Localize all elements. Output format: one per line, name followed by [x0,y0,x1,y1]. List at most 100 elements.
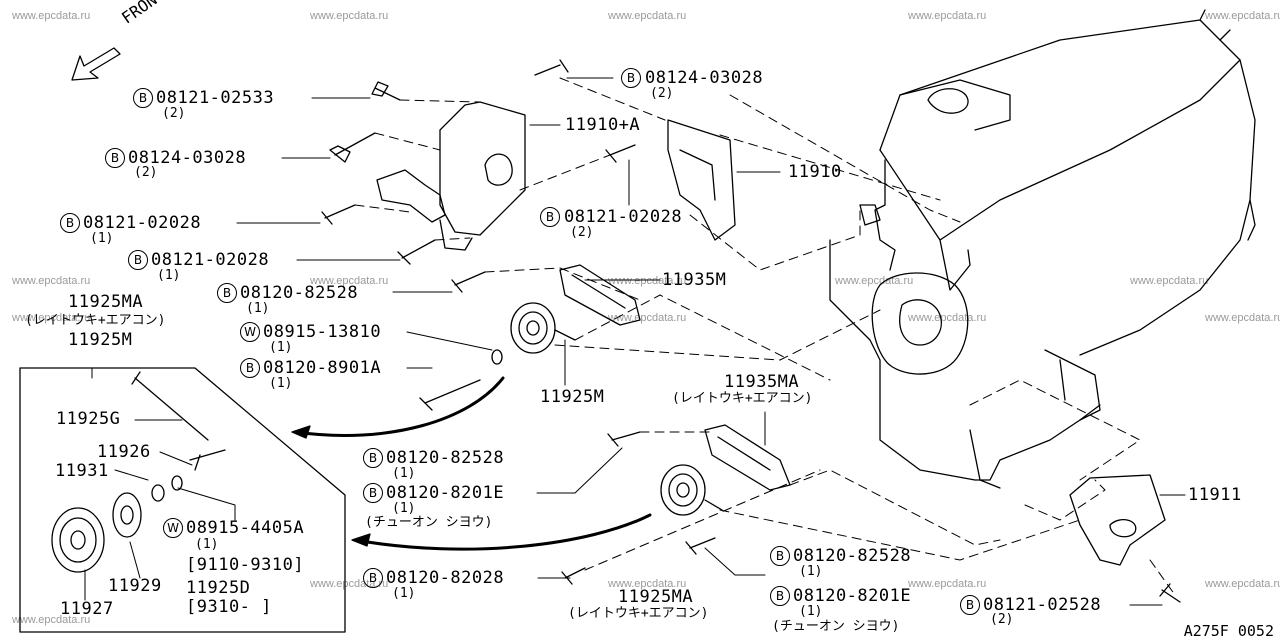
watermark: www.epcdata.ru [608,578,687,590]
note-label: (レイトウキ+エアコン) [672,391,813,406]
washer-code-badge: W [240,322,260,342]
bolt-code-badge: B [960,595,980,615]
part-number-label: 08121-02028 [151,250,270,270]
part-number-label: 08121-02028 [564,207,683,227]
part-number-label: 08121-02533 [156,88,275,108]
quantity-label: (1) [157,268,181,283]
bolt-code-badge: B [128,250,148,270]
front-arrow-icon [71,47,121,81]
watermark: www.epcdata.ru [12,614,91,626]
idler-bracket-11935M [559,264,641,326]
watermark: www.epcdata.ru [12,312,91,324]
part-number-label: 11911 [1188,485,1242,505]
quantity-label: (2) [570,225,594,240]
bolt-code-badge: B [363,448,383,468]
part-number-label: 11910 [788,162,842,182]
part-number-label: 11926 [97,442,151,462]
quantity-label: (1) [392,586,416,601]
quantity-label: (1) [392,466,416,481]
note-label: (レイトウキ+エアコン) [25,313,166,328]
bolt-code-badge: B [363,483,383,503]
part-number-label: 08124-03028 [128,148,247,168]
bolt-code-badge: B [540,207,560,227]
washer-code-badge: W [163,518,183,538]
part-number-label: 11935MA [724,372,800,392]
part-number-label: 11925D [186,578,251,598]
part-number-label: 11925G [56,409,121,429]
range-label: [9310- ] [186,597,272,617]
part-number-label: 11925M [68,330,133,350]
part-number-label: 11931 [55,461,109,481]
quantity-label: (1) [269,340,293,355]
note-label: (レイトウキ+エアコン) [568,606,709,621]
watermark: www.epcdata.ru [608,10,687,22]
bolt-icon [321,59,1181,603]
watermark: www.epcdata.ru [608,312,687,324]
bolt-code-badge: B [60,213,80,233]
watermark: www.epcdata.ru [908,578,987,590]
quantity-label: (1) [799,564,823,579]
quantity-label: (1) [799,604,823,619]
bolt-code-badge: B [770,586,790,606]
part-number-label: 08120-82528 [240,283,359,303]
bolt-code-badge: B [133,88,153,108]
watermark: www.epcdata.ru [310,10,389,22]
part-number-label: 11935M [662,270,727,290]
watermark: www.epcdata.ru [310,275,389,287]
watermark: www.epcdata.ru [1205,312,1280,324]
note-label: (チューオン シヨウ) [772,619,900,634]
bolt-code-badge: B [105,148,125,168]
part-number-label: 08121-02028 [83,213,202,233]
note-label: (チューオン シヨウ) [365,515,493,530]
quantity-label: (1) [90,231,114,246]
quantity-label: (2) [650,86,674,101]
watermark: www.epcdata.ru [608,275,687,287]
part-number-label: 11929 [108,576,162,596]
part-number-label: 08124-03028 [645,68,764,88]
bracket-11911 [1069,474,1166,566]
quantity-label: (2) [134,165,158,180]
part-number-label: 11910+A [565,115,641,135]
part-number-label: 11925MA [618,587,694,607]
quantity-label: (1) [195,537,219,552]
part-number-label: 08915-4405A [186,518,305,538]
part-number-label: 08915-13810 [263,322,382,342]
pulley-11925M [510,302,576,354]
bolt-code-badge: B [621,68,641,88]
part-number-label: 08120-8901A [263,358,382,378]
watermark: www.epcdata.ru [835,275,914,287]
watermark: www.epcdata.ru [908,10,987,22]
quantity-label: (1) [392,501,416,516]
quantity-label: (2) [990,612,1014,627]
part-number-label: 08121-02528 [983,595,1102,615]
part-number-label: 08120-82528 [386,448,505,468]
bolt-code-badge: B [240,358,260,378]
watermark: www.epcdata.ru [908,312,987,324]
quantity-label: (2) [162,106,186,121]
watermark: www.epcdata.ru [12,10,91,22]
washer-icon [491,349,503,365]
watermark: www.epcdata.ru [12,275,91,287]
range-label: [9110-9310] [186,555,305,575]
engine-block [829,9,1256,489]
bolt-code-badge: B [363,568,383,588]
quantity-label: (1) [246,301,270,316]
watermark: www.epcdata.ru [1205,578,1280,590]
document-id: A275F 0052 [1183,622,1274,640]
watermark: www.epcdata.ru [1205,10,1280,22]
quantity-label: (1) [269,376,293,391]
bolt-code-badge: B [217,283,237,303]
idler-bracket-11935MA [704,424,791,491]
part-number-label: 08120-8201E [386,483,505,503]
part-number-label: 11925M [540,387,605,407]
part-number-label: 11925MA [68,292,144,312]
pulley-11925MA [660,464,723,516]
watermark: www.epcdata.ru [1130,275,1209,287]
bolt-code-badge: B [770,546,790,566]
part-number-label: 08120-8201E [793,586,912,606]
part-number-label: 08120-82528 [793,546,912,566]
bracket-11910A [376,101,526,251]
part-number-label: 11927 [60,599,114,619]
part-number-label: 08120-82028 [386,568,505,588]
